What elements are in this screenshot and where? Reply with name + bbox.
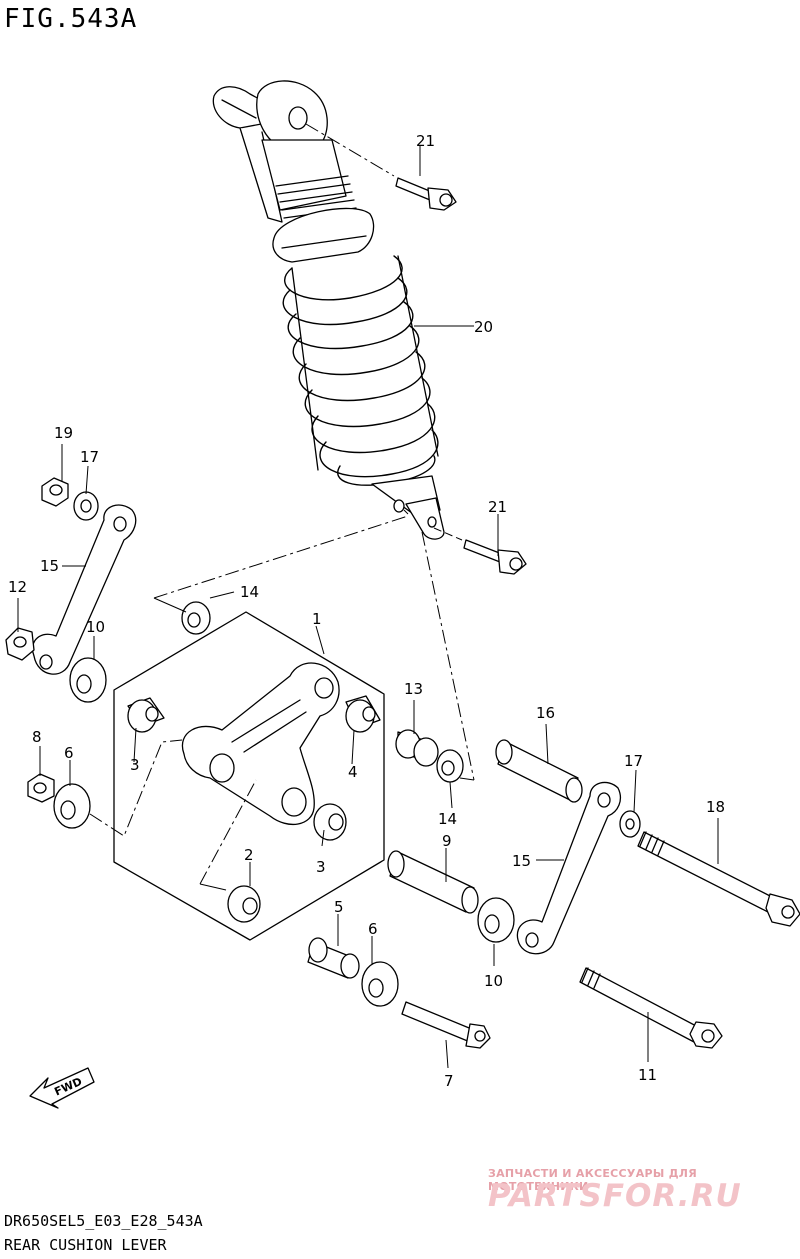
bushing-3-upper [127,697,165,733]
washer-17-upper [73,491,99,521]
model-code: DR650SEL5_E03_E28_543A [4,1212,203,1230]
lever-group-outline [113,611,385,941]
callout-6-lower: 6 [368,920,378,938]
callout-12: 12 [8,578,27,596]
washer-6-lower [361,961,399,1007]
callout-21-lower: 21 [488,498,507,516]
callout-10-upper: 10 [86,618,105,636]
callout-20: 20 [474,318,493,336]
dust-seal-14-upper [181,601,211,635]
callout-8: 8 [32,728,42,746]
dust-seal-14-lower [436,749,464,783]
callout-10-lower: 10 [484,972,503,990]
nut-8 [27,773,55,803]
callout-7: 7 [444,1072,454,1090]
callout-labels: 21 20 19 17 15 12 10 21 14 1 13 16 3 4 8… [8,132,725,1090]
callout-21-upper: 21 [416,132,435,150]
cushion-rod-15-right [516,781,622,955]
callout-6-left: 6 [64,744,74,762]
watermark-tagline: ЗАПЧАСТИ И АКСЕССУАРЫ ДЛЯ МОТОТЕХНИКИ [488,1167,698,1193]
callout-19: 19 [54,424,73,442]
figure-description: REAR CUSHION LEVER [4,1236,167,1254]
bushing-3-lower [313,803,347,841]
callout-3-lower: 3 [316,858,326,876]
callout-17-upper: 17 [80,448,99,466]
watermark-brand: PARTSFOR.RU [488,1178,742,1214]
fwd-arrow-icon [29,1067,95,1109]
bushing-2 [227,885,261,923]
bushing-4 [345,695,381,733]
cushion-lever-1 [181,662,340,826]
cushion-rod-15-left [31,504,137,675]
callout-15-left: 15 [40,557,59,575]
rear-shock-absorber [212,80,445,540]
spacer-9 [387,850,479,914]
callout-9: 9 [442,832,452,850]
callout-5: 5 [334,898,344,916]
callout-18: 18 [706,798,725,816]
bolt-18 [637,831,800,927]
callout-14-upper: 14 [240,583,259,601]
bushing-10-lower [477,897,515,943]
callout-14-lower: 14 [438,810,457,828]
figure-title: FIG.543A [4,4,138,34]
callout-2: 2 [244,846,254,864]
nut-12 [5,627,35,661]
bolt-11 [579,967,723,1049]
callout-1: 1 [312,610,322,628]
nut-19 [41,477,69,507]
spacer-5 [307,937,360,979]
callout-11: 11 [638,1066,657,1084]
bushing-10-upper [69,657,107,703]
washer-6-left [53,783,91,829]
bolt-21-upper [395,177,457,211]
washer-17-lower [619,810,641,838]
callout-13: 13 [404,680,423,698]
leader-lines [17,123,719,1069]
callout-15-right: 15 [512,852,531,870]
bolt-7 [401,1001,491,1049]
callout-4: 4 [348,763,358,781]
callout-17-lower: 17 [624,752,643,770]
spacer-13 [395,729,439,767]
callout-16: 16 [536,704,555,722]
callout-3-upper: 3 [130,756,140,774]
bolt-21-lower [463,539,527,575]
spacer-16 [495,739,583,803]
